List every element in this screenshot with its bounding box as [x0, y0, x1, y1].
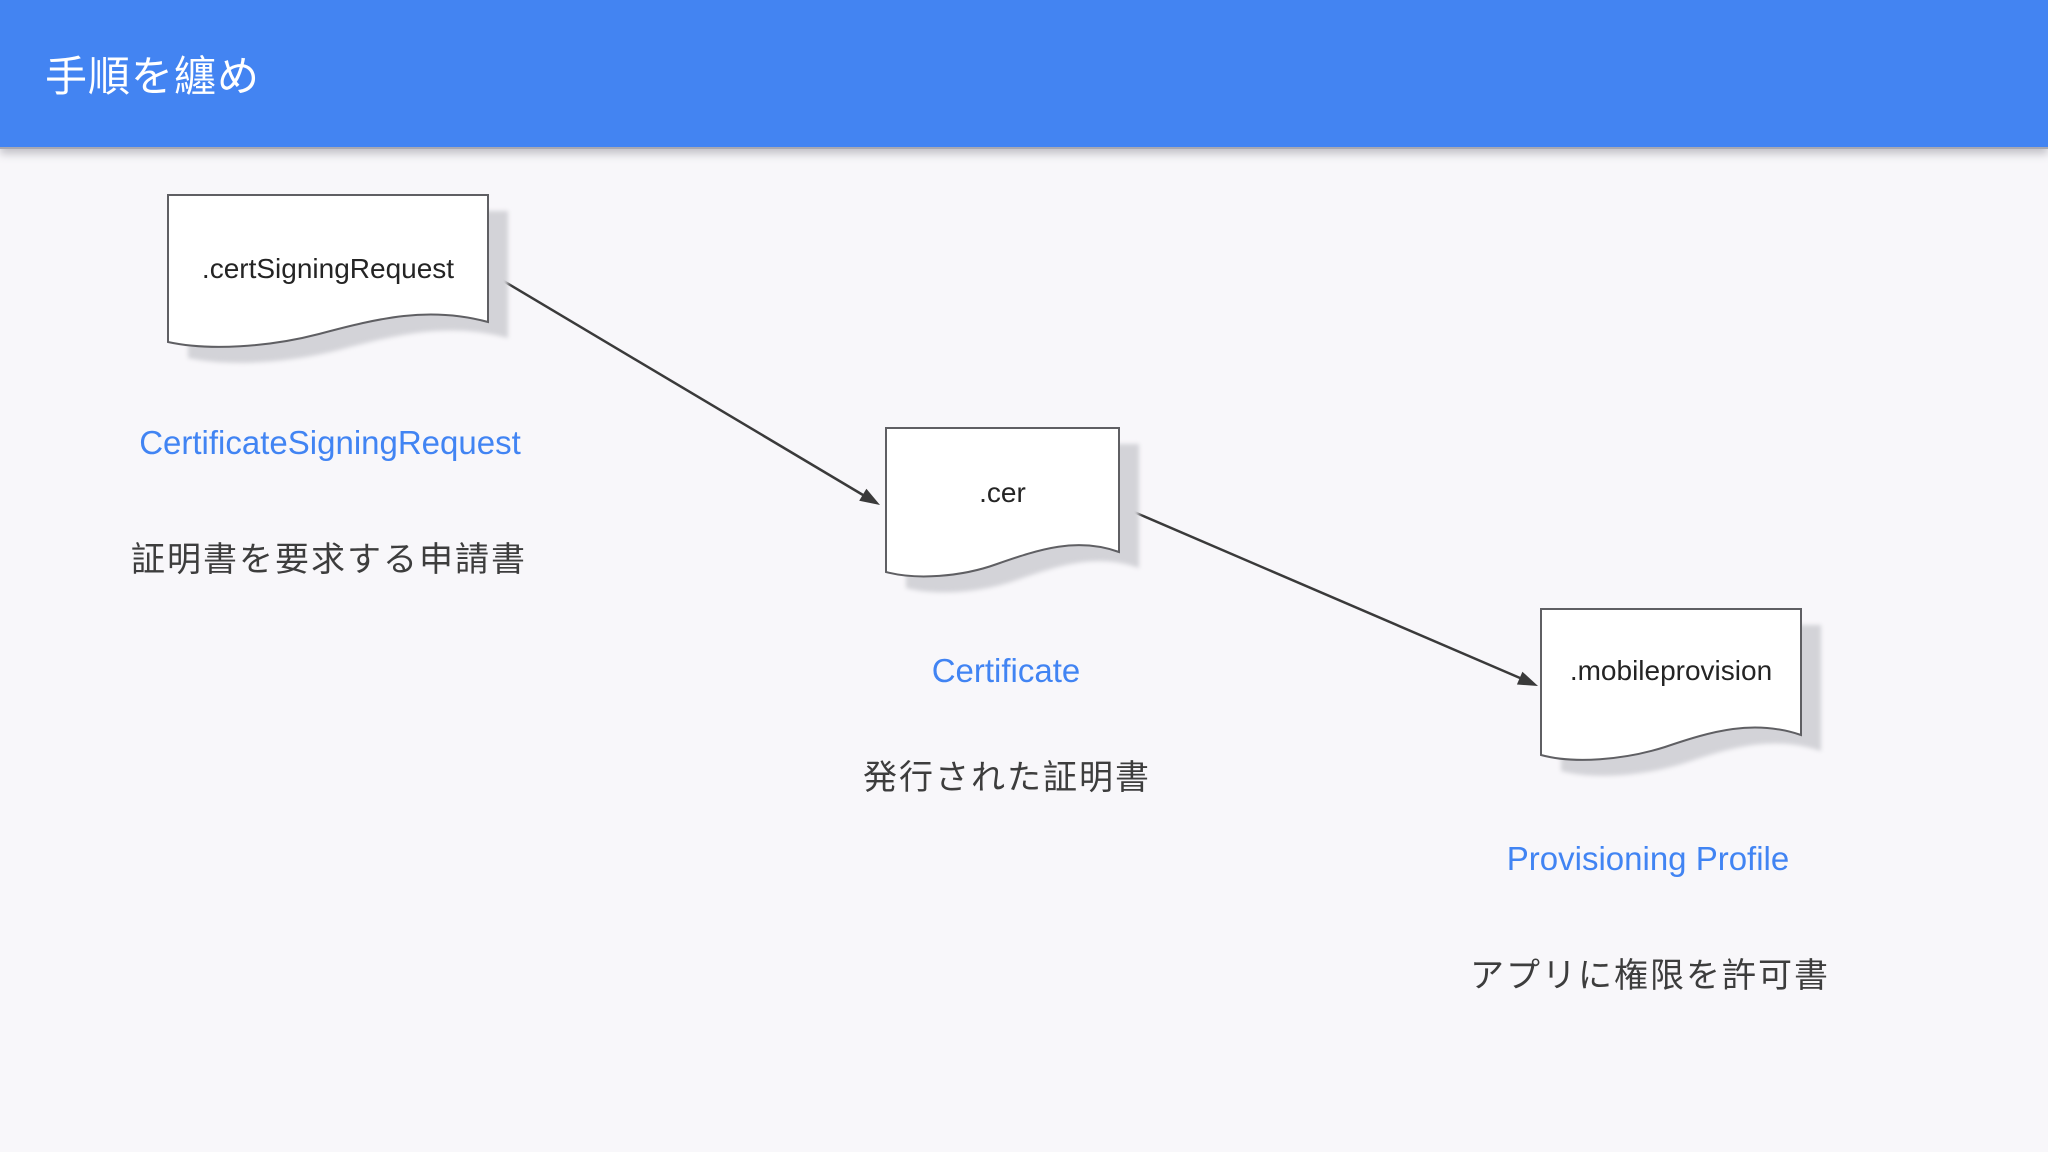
node-description: 発行された証明書	[863, 759, 1151, 797]
document-shape-icon	[1540, 608, 1821, 776]
node-description: アプリに権限を許可書	[1470, 957, 1830, 995]
node-name-label: Certificate	[931, 652, 1081, 689]
document-shape-icon	[167, 194, 508, 363]
node-description: 証明書を要求する申請書	[131, 541, 527, 579]
document-node-cert-signing-request: .certSigningRequest	[167, 194, 514, 371]
document-shape-icon	[885, 427, 1139, 593]
node-name-label: CertificateSigningRequest	[139, 424, 521, 461]
diagram-stage: .certSigningRequest .cer .mobileprovisio…	[0, 147, 2048, 1152]
file-label: .certSigningRequest	[201, 253, 455, 284]
arrowhead-cer-to-mobileprovision	[1516, 671, 1538, 686]
node-name-label: Provisioning Profile	[1506, 840, 1790, 877]
page-title: 手順を纏め	[45, 53, 261, 100]
arrowhead-csr-to-cer	[859, 488, 880, 505]
file-label: .cer	[979, 477, 1026, 508]
file-label: .mobileprovision	[1569, 655, 1773, 686]
document-node-mobileprovision: .mobileprovision	[1540, 608, 1827, 780]
document-node-cer: .cer	[885, 427, 1145, 598]
title-bar: 手順を纏め	[0, 0, 2048, 149]
